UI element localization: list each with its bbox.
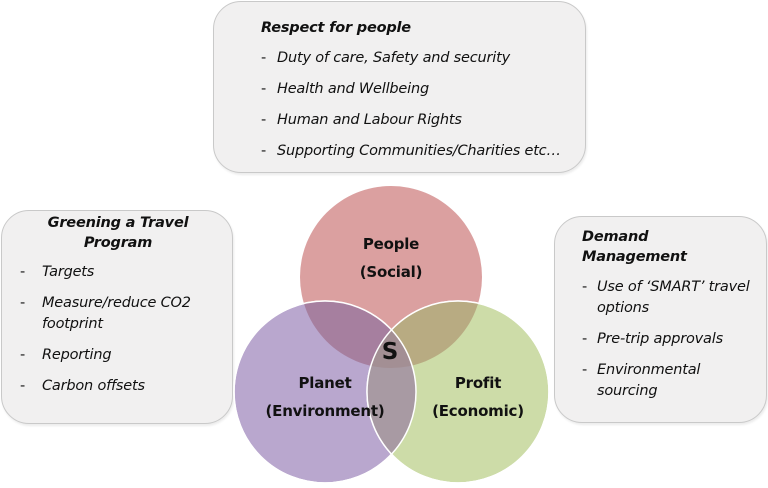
- people-label: People (Social): [359, 235, 423, 281]
- list-item: -Health and Wellbeing: [261, 79, 585, 100]
- respect-for-people-list: -Duty of care, Safety and security -Heal…: [261, 48, 585, 162]
- list-item: -Measure/reduce CO2 footprint: [20, 295, 191, 332]
- demand-management-list: -Use of ‘SMART’ travel options -Pre-trip…: [582, 277, 756, 402]
- people-profit-overlap: [367, 301, 482, 368]
- list-item: -Supporting Communities/Charities etc…: [261, 141, 585, 162]
- dash-bullet: -: [261, 50, 267, 66]
- respect-for-people-box: Respect for people -Duty of care, Safety…: [213, 1, 586, 173]
- demand-management-box: Demand Management -Use of ‘SMART’ travel…: [554, 216, 767, 423]
- profit-label: Profit (Economic): [432, 374, 524, 420]
- dash-bullet: -: [582, 362, 588, 378]
- dash-bullet: -: [261, 81, 267, 97]
- planet-label: Planet (Environment): [265, 374, 385, 420]
- demand-management-title: Demand Management: [582, 229, 687, 265]
- planet-outline: [233, 300, 417, 484]
- dash-bullet: -: [261, 143, 267, 159]
- list-item: -Human and Labour Rights: [261, 110, 585, 131]
- dash-bullet: -: [20, 264, 26, 280]
- dash-bullet: -: [20, 347, 26, 363]
- profit-outline: [366, 300, 550, 484]
- list-item: -Targets: [20, 262, 216, 283]
- dash-bullet: -: [582, 279, 588, 295]
- dash-bullet: -: [20, 295, 26, 311]
- dash-bullet: -: [20, 378, 26, 394]
- people-planet-overlap: [300, 301, 416, 368]
- dash-bullet: -: [261, 112, 267, 128]
- sustainability-center-label: S: [381, 339, 399, 365]
- list-item: -Carbon offsets: [20, 376, 216, 397]
- list-item: -Reporting: [20, 345, 216, 366]
- greening-travel-program-list: -Targets -Measure/reduce CO2 footprint -…: [20, 262, 216, 397]
- list-item: -Pre-trip approvals: [582, 329, 756, 350]
- list-item: -Duty of care, Safety and security: [261, 48, 585, 69]
- dash-bullet: -: [582, 331, 588, 347]
- list-item: -Environmental sourcing: [582, 362, 701, 399]
- greening-travel-program-title: Greening a Travel Program: [47, 215, 189, 251]
- greening-travel-program-box: Greening a Travel Program -Targets -Meas…: [1, 210, 233, 424]
- respect-for-people-title: Respect for people: [261, 20, 411, 36]
- list-item: -Use of ‘SMART’ travel options: [582, 279, 750, 316]
